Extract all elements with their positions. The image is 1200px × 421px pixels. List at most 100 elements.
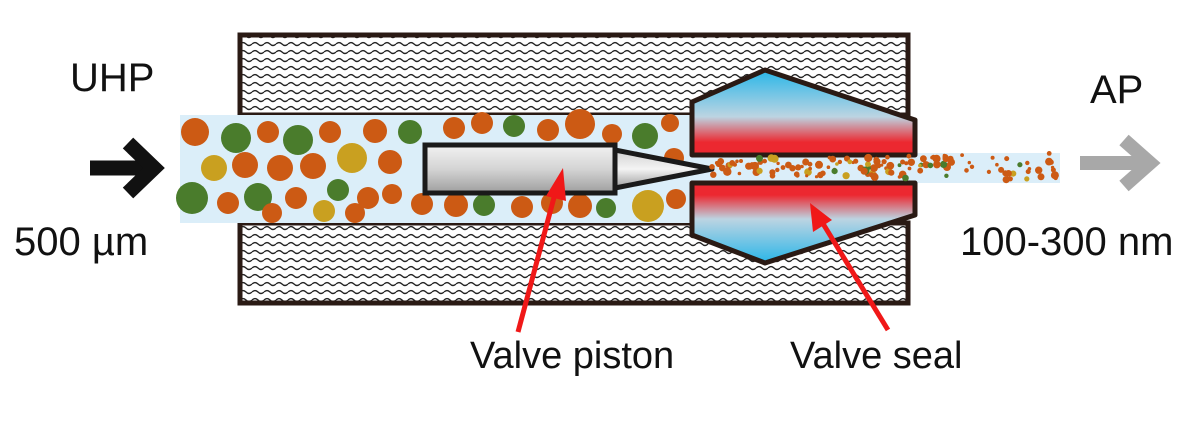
outlet-particle <box>986 169 992 174</box>
outlet-particle <box>756 154 763 162</box>
outlet-particle <box>907 158 915 166</box>
outlet-particle <box>735 159 739 164</box>
outlet-particles <box>709 151 1059 184</box>
inlet-particle <box>345 203 365 223</box>
outlet-particle <box>795 173 800 178</box>
outlet-size-label: 100-300 nm <box>960 220 1174 264</box>
inlet-particle <box>313 200 335 222</box>
inlet-particle <box>473 194 495 216</box>
outlet-particle <box>876 163 882 169</box>
outlet-particle <box>842 172 850 180</box>
inlet-particle <box>661 114 679 132</box>
inlet-particle <box>568 194 592 218</box>
inlet-particle <box>411 193 433 215</box>
outlet-particle <box>995 162 999 167</box>
outlet-particle <box>1010 170 1017 177</box>
piston-pointer-arrow-icon <box>515 168 566 333</box>
outlet-particle <box>917 167 924 174</box>
outlet-particle <box>769 169 776 176</box>
outlet-particle <box>886 161 895 170</box>
outlet-particle <box>756 167 763 174</box>
outlet-particle <box>729 160 736 166</box>
outlet-particle <box>815 160 823 169</box>
inlet-particle <box>201 155 227 181</box>
outlet-particle <box>829 155 837 163</box>
inlet-particle <box>398 120 422 144</box>
outlet-particle <box>780 165 786 170</box>
outlet-particle <box>947 158 955 166</box>
outlet-particle <box>808 166 812 171</box>
outlet-particle <box>762 158 767 164</box>
outlet-particle <box>1053 175 1058 181</box>
outlet-particle <box>847 159 853 165</box>
inlet-particle <box>602 124 622 144</box>
outlet-particle <box>864 153 873 163</box>
outlet-particle <box>710 171 717 178</box>
outlet-particle <box>739 159 743 163</box>
outlet-particle <box>837 159 843 165</box>
outlet-particle <box>775 167 780 173</box>
inlet-particle <box>378 150 402 174</box>
inlet-particle <box>257 121 279 143</box>
outlet-particle <box>737 171 742 176</box>
outlet-particle <box>835 162 839 166</box>
outlet-particle <box>920 155 927 163</box>
outlet-particle <box>969 164 975 169</box>
inlet-particle <box>267 155 293 181</box>
outlet-particle <box>745 162 753 170</box>
outlet-particle <box>1004 156 1010 162</box>
inlet-particle <box>262 203 282 223</box>
outlet-particle <box>933 160 941 169</box>
valve-piston-label: Valve piston <box>470 335 675 377</box>
outlet-particle <box>869 172 875 178</box>
outlet-particle <box>1005 170 1012 177</box>
outlet-particle <box>897 163 902 168</box>
inlet-particle <box>283 125 313 155</box>
inlet-particle <box>176 182 208 214</box>
outlet-particle <box>865 161 871 168</box>
outlet-particle <box>831 168 838 175</box>
inlet-arrow-icon <box>90 137 165 199</box>
valve-piston-tip <box>612 147 715 191</box>
inlet-particle <box>357 187 379 209</box>
outlet-particle <box>807 161 813 167</box>
inlet-particle <box>221 123 251 153</box>
inlet-particle <box>217 192 239 214</box>
outlet-particle <box>800 164 804 169</box>
outlet-particle <box>1017 162 1023 168</box>
outlet-particle <box>885 154 890 160</box>
outlet-particle <box>927 162 934 169</box>
outlet-particle <box>1046 151 1052 156</box>
outlet-particle <box>940 160 948 168</box>
inlet-particle <box>503 115 525 137</box>
inlet-particle <box>471 112 493 134</box>
outlet-particle <box>907 166 912 171</box>
inlet-particle <box>596 198 616 218</box>
inlet-particle <box>565 109 595 139</box>
outlet-particle <box>1025 169 1031 175</box>
valve-seal-label: Valve seal <box>790 335 963 377</box>
inlet-particle <box>232 152 258 178</box>
inlet-particle <box>285 187 307 209</box>
inlet-particle <box>244 183 272 211</box>
outlet-particle <box>1035 166 1043 174</box>
inlet-particle <box>319 121 341 143</box>
inlet-particle <box>327 179 349 201</box>
outlet-particle <box>814 175 819 179</box>
outlet-particle <box>1024 176 1030 182</box>
outlet-particle <box>881 159 887 165</box>
inlet-particle <box>300 153 326 179</box>
outlet-particle <box>795 164 802 171</box>
outlet-particle <box>900 159 906 165</box>
outlet-particle <box>820 170 826 177</box>
outlet-particle <box>805 174 809 178</box>
outlet-particle <box>897 175 902 179</box>
outlet-particle <box>918 163 922 168</box>
inlet-particle <box>444 193 468 217</box>
outlet-particle <box>960 153 964 158</box>
inlet-particle <box>363 119 387 143</box>
outlet-particle <box>964 168 969 173</box>
outlet-particle <box>932 154 941 163</box>
